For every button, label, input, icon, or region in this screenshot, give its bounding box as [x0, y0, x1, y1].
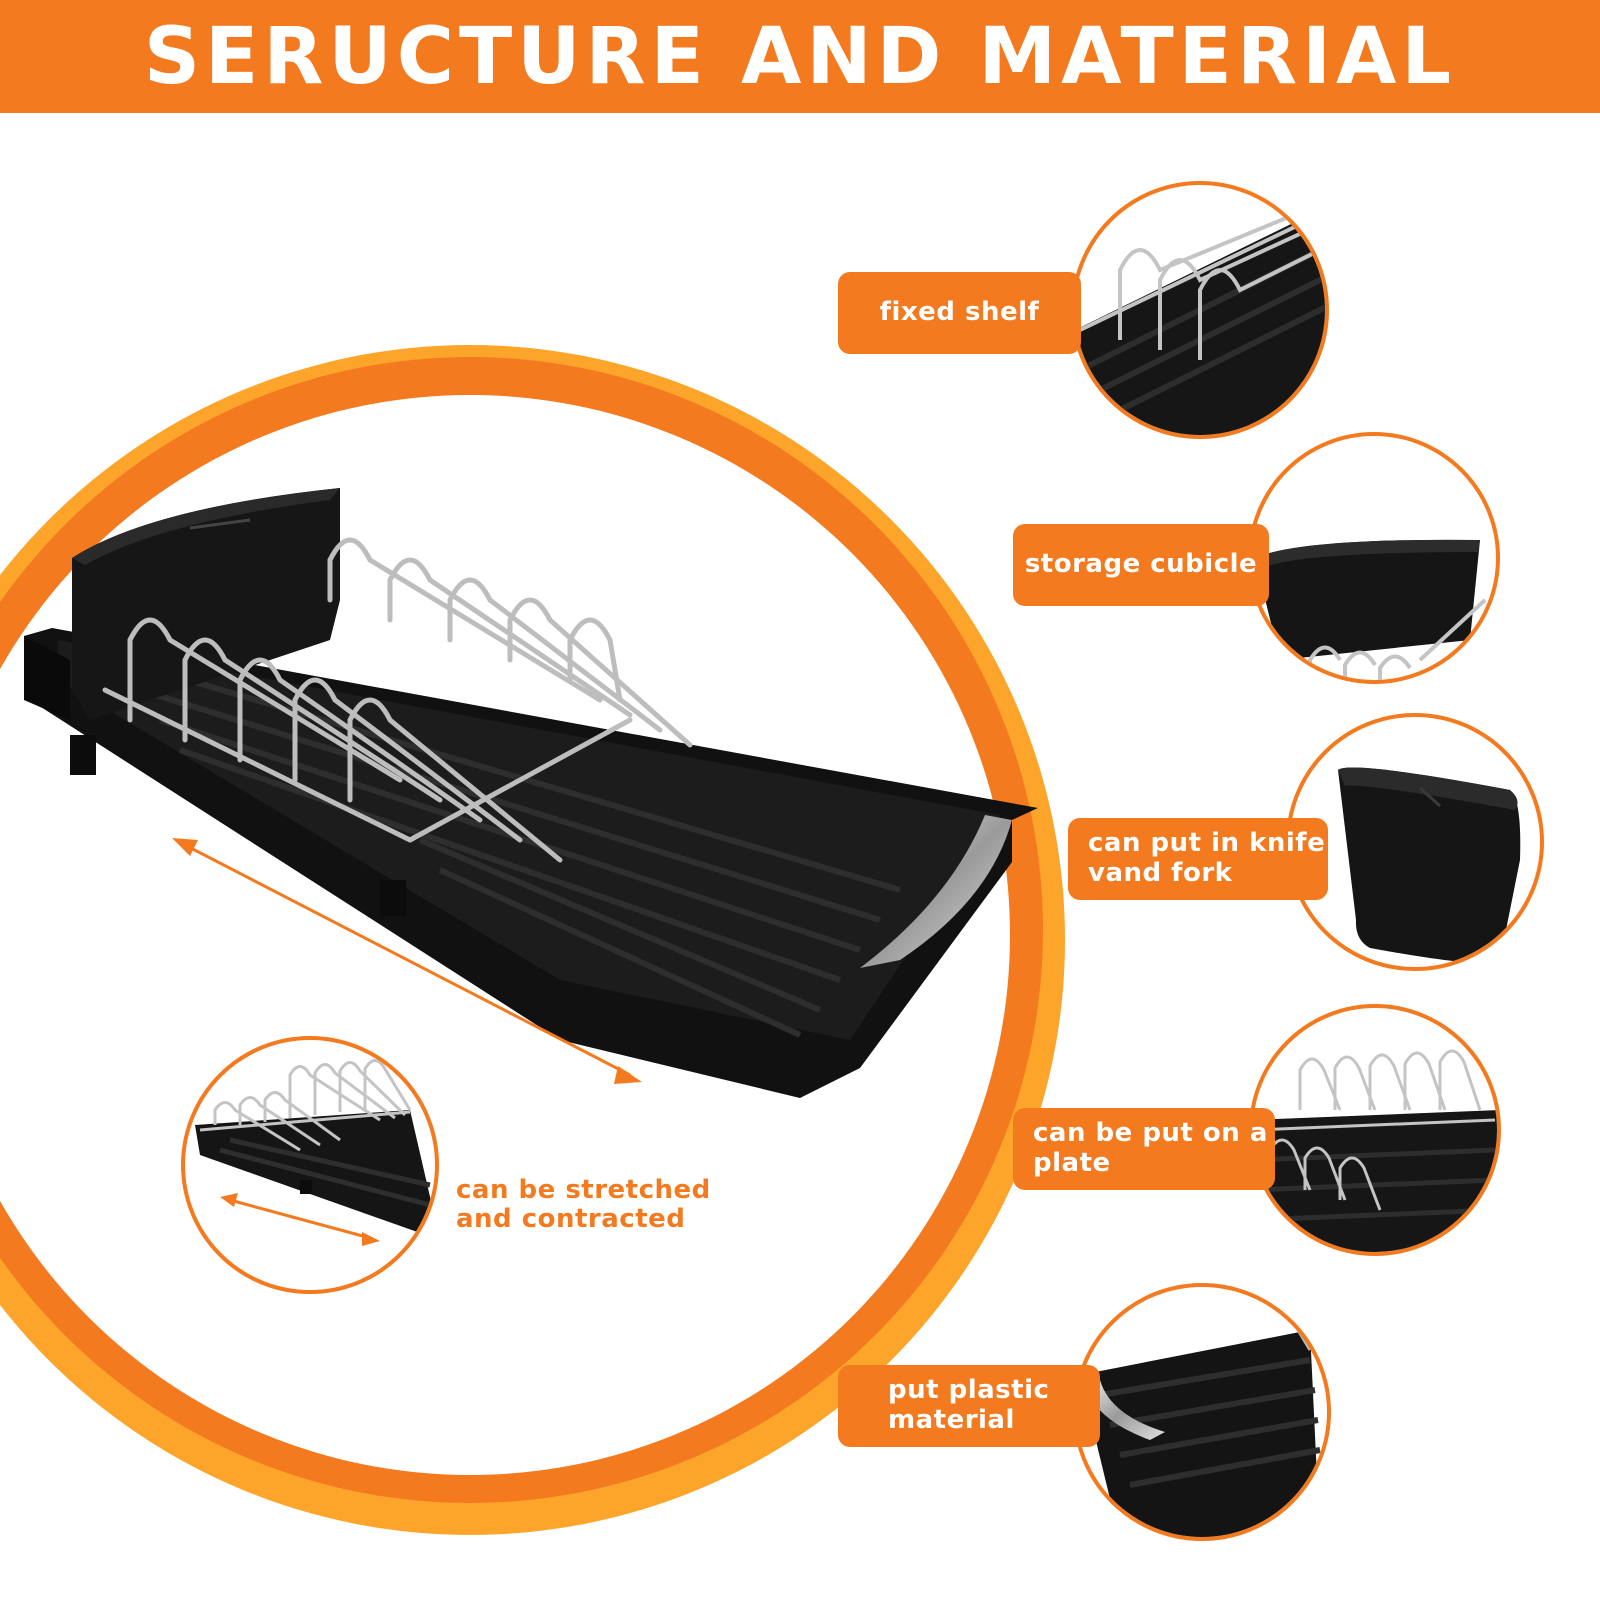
- plastic-line-2: material: [888, 1405, 1015, 1435]
- stretch-line-2: and contracted: [456, 1204, 686, 1235]
- feature-label-plate: can be put on a plate: [1013, 1108, 1275, 1190]
- feature-label-knife-fork: can put in knife vand fork: [1068, 818, 1328, 900]
- detail-circle-storage-cubicle: [1248, 432, 1500, 684]
- detail-circle-utensil-cup: [1286, 713, 1544, 971]
- feature-label-storage-cubicle: storage cubicle: [1013, 524, 1269, 606]
- knife-fork-line-1: can put in knife: [1088, 828, 1326, 859]
- stretch-note: can be stretched and contracted: [456, 1175, 711, 1235]
- plate-line-1: can be put on a: [1033, 1118, 1268, 1149]
- mini-stretch-arrow: [220, 1193, 380, 1246]
- header-banner: SERUCTURE AND MATERIAL: [0, 0, 1600, 113]
- knife-fork-line-2: vand fork: [1088, 858, 1233, 888]
- page-title: SERUCTURE AND MATERIAL: [143, 11, 1457, 102]
- plate-line-2: plate: [1033, 1148, 1111, 1178]
- feature-label-plastic-material: put plastic material: [838, 1365, 1100, 1447]
- stretch-arrow: [172, 838, 642, 1084]
- dish-rack-illustration: [24, 488, 1038, 1098]
- detail-circle-drain-tray: [1073, 1283, 1331, 1541]
- plastic-line-1: put plastic: [888, 1375, 1050, 1406]
- detail-circle-plate-rack: [1249, 1004, 1501, 1256]
- stretch-line-1: can be stretched: [456, 1175, 711, 1205]
- detail-circle-extendable-rack: [181, 1036, 439, 1294]
- detail-circle-fixed-shelf: [1071, 181, 1329, 439]
- feature-label-fixed-shelf: fixed shelf: [838, 272, 1081, 354]
